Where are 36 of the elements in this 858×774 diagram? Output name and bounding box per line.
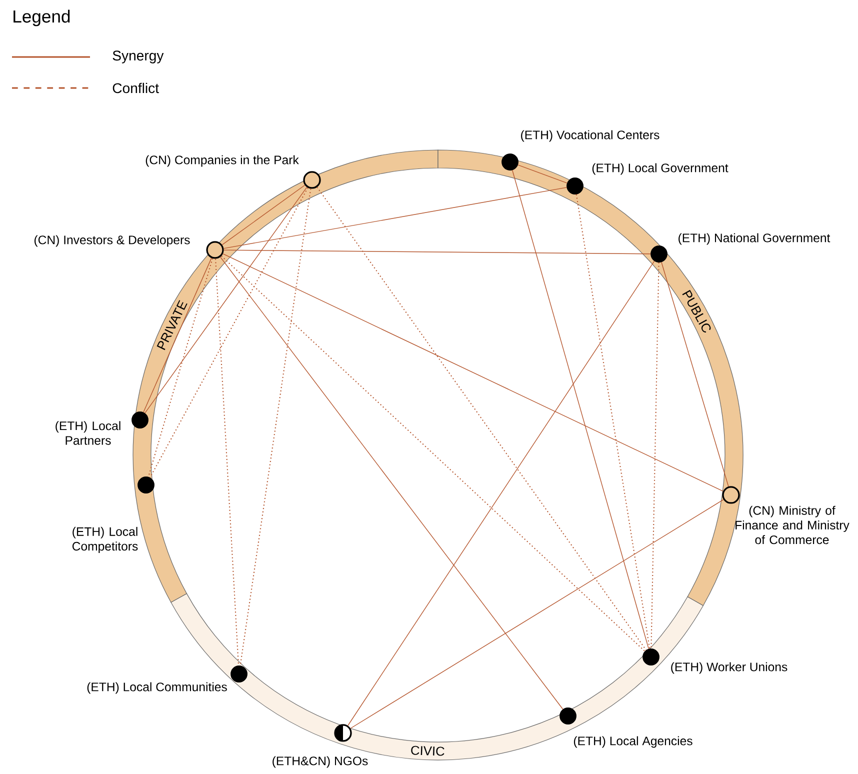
conflict-line [221, 256, 646, 652]
synergy-line [143, 258, 212, 413]
synergy-line [350, 499, 724, 729]
stakeholder-label: (ETH) Worker Unions [671, 662, 788, 674]
stakeholder-label: (CN) Companies in the Park [146, 155, 299, 167]
stakeholder-label: (ETH) Local Government [592, 163, 728, 175]
stakeholder-label: (CN) Investors & Developers [34, 235, 190, 247]
synergy-line [222, 184, 306, 246]
stakeholder-label: (ETH) Local Competitors [72, 526, 138, 554]
legend-title: Legend [14, 10, 70, 26]
synergy-line [223, 187, 568, 249]
conflict-line [150, 187, 308, 478]
synergy-line [222, 253, 724, 492]
sector-label: CIVIC [411, 746, 444, 756]
stakeholder-label: (ETH) Local Agencies [574, 736, 692, 748]
stakeholder-label: (ETH&CN) NGOs [272, 756, 368, 768]
synergy-line [518, 164, 568, 184]
conflict-line [214, 258, 240, 666]
conflict-line [148, 258, 214, 477]
stakeholder-label: (CN) Ministry of Finance and Ministry of Commerce [736, 506, 850, 544]
legend-text: Synergy [112, 50, 164, 64]
conflict-line [240, 188, 312, 666]
conflict-line [576, 194, 650, 649]
synergy-line [223, 250, 651, 254]
synergy-line [661, 262, 729, 487]
synergy-line [144, 186, 308, 414]
stakeholder-label: (ETH) National Government [678, 233, 830, 245]
synergy-line [220, 256, 564, 710]
conflict-line [650, 262, 660, 649]
stakeholder-label: (ETH) Local Communities [87, 682, 227, 694]
synergy-line [348, 260, 655, 726]
legend-text: Conflict [112, 82, 159, 94]
stakeholder-label: (ETH) Local Partners [56, 421, 120, 445]
conflict-line [316, 186, 647, 650]
stakeholder-label: (ETH) Vocational Centers [521, 130, 660, 142]
synergy-line [512, 170, 650, 650]
